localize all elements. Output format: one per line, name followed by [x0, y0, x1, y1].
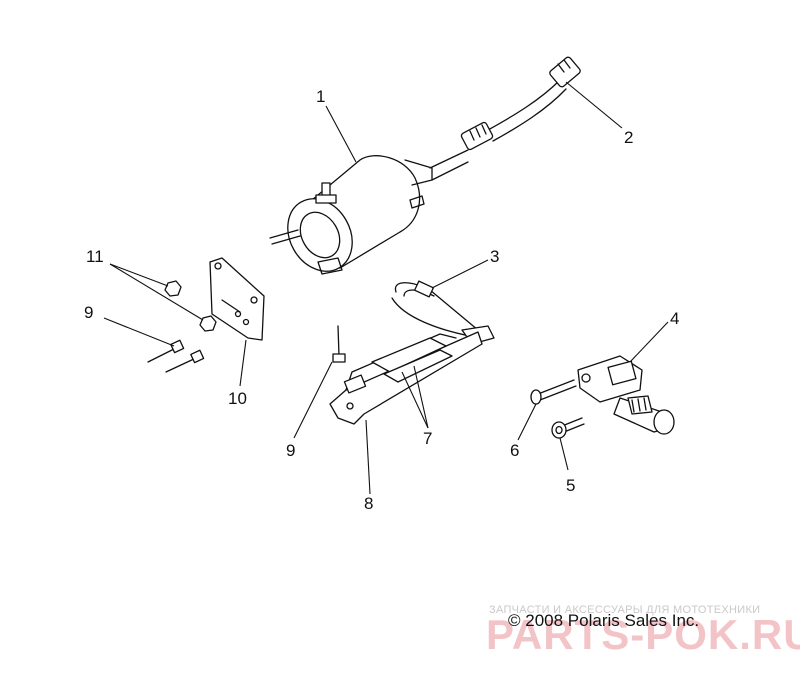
rubber-pad [371, 337, 453, 383]
starter-motor [269, 149, 469, 275]
callout-labels: 1 2 3 4 5 6 7 8 9 9 10 11 [84, 87, 679, 513]
copyright-notice: © 2008 Polaris Sales Inc. [508, 611, 700, 630]
starter-cable [460, 56, 581, 151]
callout-5: 5 [566, 476, 575, 495]
callout-7: 7 [423, 429, 432, 448]
screw [530, 379, 577, 405]
callout-4: 4 [670, 309, 679, 328]
callout-3: 3 [490, 247, 499, 266]
callout-1: 1 [316, 87, 325, 106]
callout-9-center: 9 [286, 441, 295, 460]
bolt [551, 417, 585, 439]
starter-drive [577, 355, 675, 435]
callout-6: 6 [510, 441, 519, 460]
callout-10: 10 [228, 389, 247, 408]
callout-9-left: 9 [84, 303, 93, 322]
callout-11: 11 [86, 247, 104, 266]
watermark-tagline: ЗАПЧАСТИ И АКСЕССУАРЫ ДЛЯ МОТОТЕХНИКИ [489, 604, 761, 616]
rivet-center [332, 325, 346, 363]
leader-lines [103, 81, 669, 495]
mounting-bracket [209, 257, 265, 341]
watermark-logo: PARTS-POK.RU [486, 611, 800, 658]
callout-2: 2 [624, 128, 633, 147]
rivet [147, 339, 205, 373]
hex-nut [164, 280, 217, 332]
callout-8: 8 [364, 494, 373, 513]
